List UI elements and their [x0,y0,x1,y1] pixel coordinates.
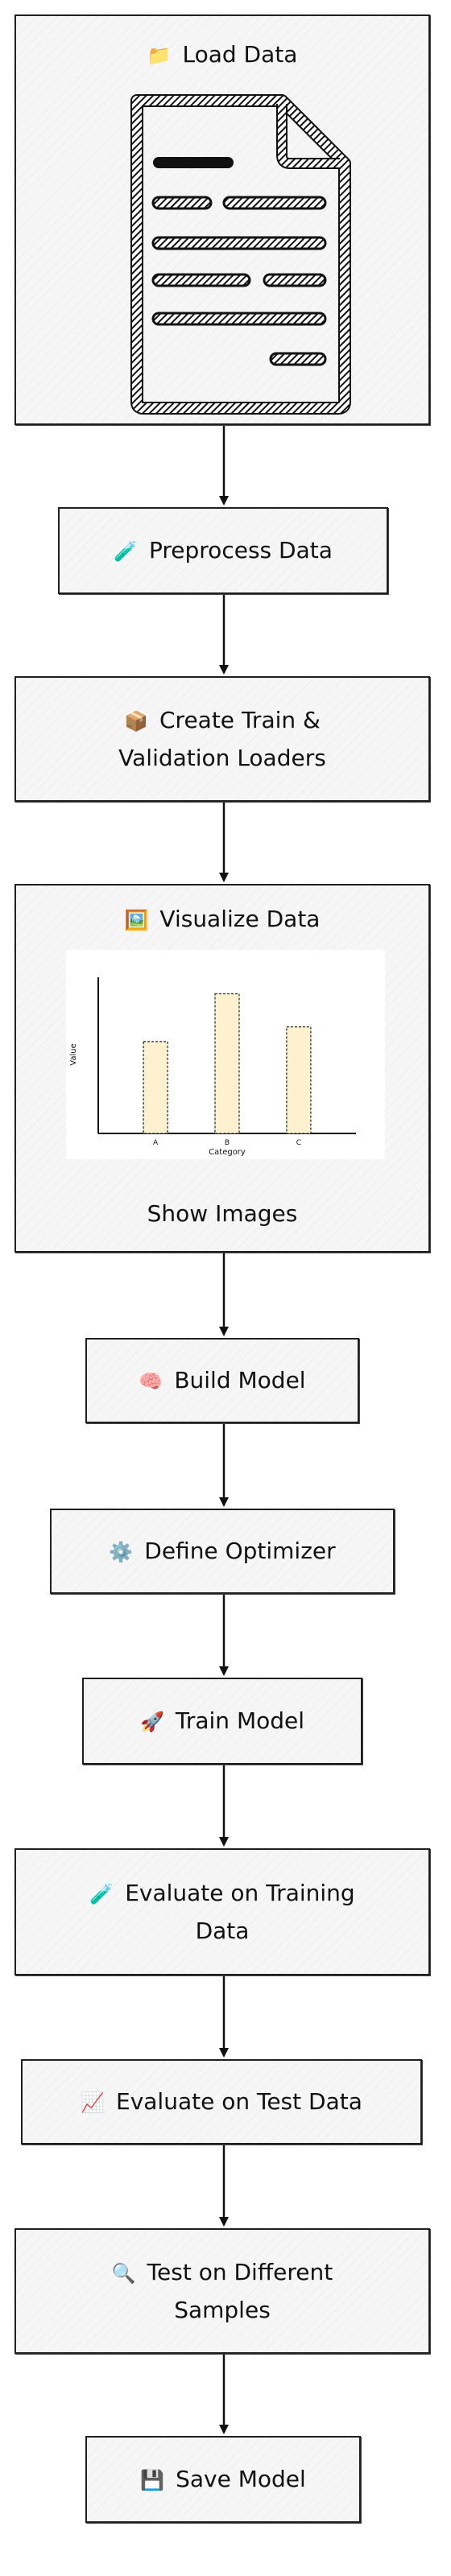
load-data-label: Load Data [182,41,298,68]
build-model-label: Build Model [174,1366,306,1393]
y-axis-label: Value [69,1043,78,1065]
bar-B [214,993,240,1134]
chart-increasing-icon: 📈 [81,2091,105,2114]
bar-A [143,1041,168,1134]
bar-chart-svg: A B C Category Value [69,977,356,1157]
node-build-model: 🧠 Build Model [85,1338,359,1423]
node-define-optimizer: ⚙️ Define Optimizer [50,1509,395,1594]
x-tick-B: B [225,1139,230,1147]
eval-test-label: Evaluate on Test Data [116,2087,362,2115]
node-preprocess-data: 🧪 Preprocess Data [58,507,388,594]
x-tick-A: A [153,1139,159,1147]
node-load-data: 📁 Load Data [14,14,430,425]
node-test-samples: 🔍 Test on Different Samples [14,2228,430,2354]
node-save-model: 💾 Save Model [85,2436,361,2523]
gear-icon: ⚙️ [109,1540,134,1563]
magnifier-icon: 🔍 [111,2261,136,2285]
test-samples-label: Test on Different Samples [147,2258,333,2323]
package-icon: 📦 [124,709,148,733]
rocket-icon: 🚀 [139,1710,164,1733]
optimizer-label: Define Optimizer [144,1537,336,1564]
test-tube-icon: 🧪 [114,539,138,563]
visualize-label: Visualize Data [159,906,321,932]
save-model-label: Save Model [176,2465,306,2492]
load-data-title: 📁 Load Data [16,40,428,70]
node-evaluate-test: 📈 Evaluate on Test Data [21,2059,422,2145]
node-create-loaders: 📦Create Train & Validation Loaders [14,676,430,802]
visualize-title: 🖼️ Visualize Data [16,905,428,935]
node-evaluate-training: 🧪 Evaluate on Training Data [14,1848,430,1975]
test-tube-icon: 🧪 [89,1882,114,1905]
preprocess-label: Preprocess Data [149,536,333,564]
brain-icon: 🧠 [139,1369,163,1393]
loaders-label: Create Train & Validation Loaders [118,706,326,771]
node-visualize-data: 🖼️ Visualize Data A B C Category Value Show… [14,884,430,1253]
sample-bar-chart: A B C Category Value [66,950,385,1159]
show-images-label: Show Images [147,1200,298,1227]
train-label: Train Model [175,1707,305,1734]
floppy-disk-icon: 💾 [140,2468,165,2491]
bar-C [286,1026,312,1134]
x-axis-label: Category [209,1148,246,1157]
x-tick-C: C [296,1139,301,1147]
document-icon [130,94,351,415]
picture-icon: 🖼️ [124,909,149,931]
eval-train-label: Evaluate on Training Data [125,1879,355,1944]
folder-icon: 📁 [147,44,172,67]
node-train-model: 🚀 Train Model [82,1678,362,1765]
